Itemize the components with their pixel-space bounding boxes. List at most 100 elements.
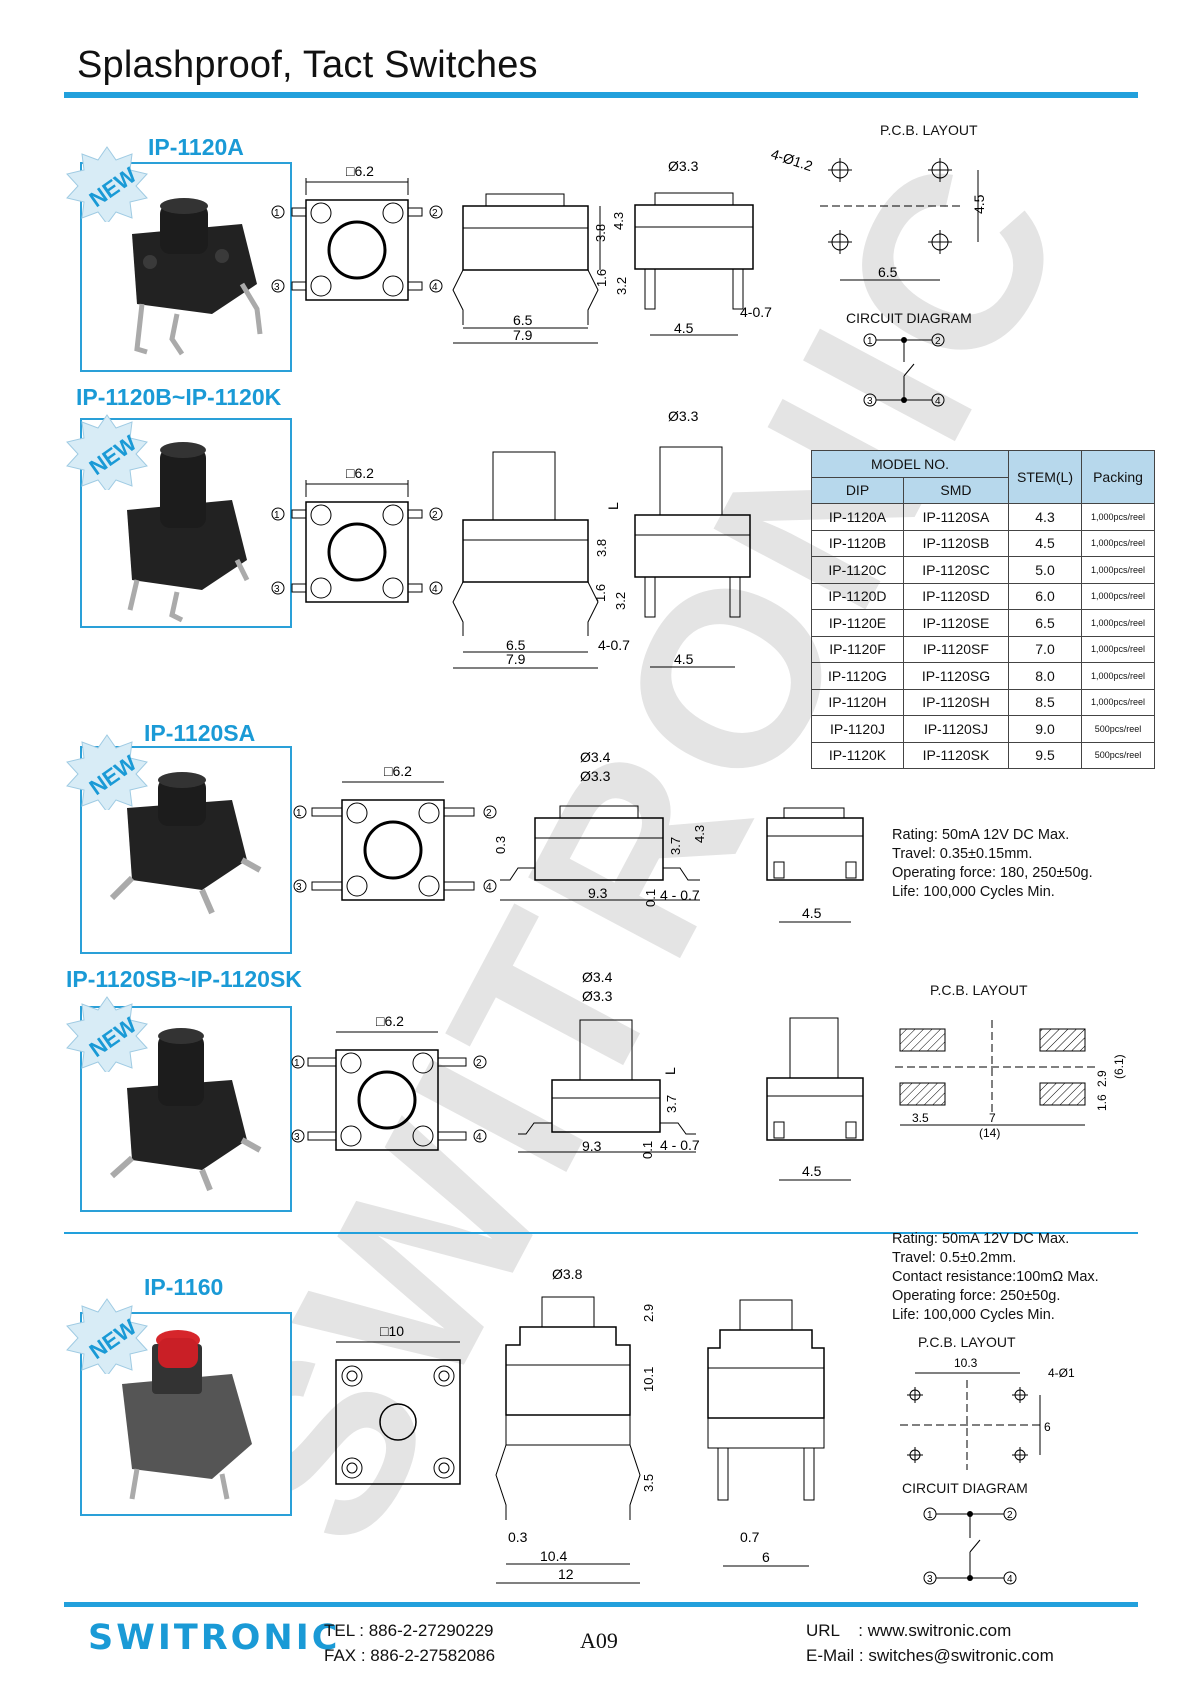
- switch-image: [132, 198, 263, 356]
- circuit-diagram-heading: CIRCUIT DIAGRAM: [846, 310, 972, 326]
- svg-text:0.3: 0.3: [508, 1529, 528, 1545]
- svg-text:4: 4: [432, 282, 438, 293]
- new-badge: NEW: [52, 730, 162, 815]
- svg-text:3.2: 3.2: [613, 592, 628, 610]
- svg-text:1.6: 1.6: [1095, 1094, 1109, 1111]
- svg-text:0.3: 0.3: [493, 836, 508, 854]
- page-code: A09: [580, 1628, 618, 1653]
- svg-text:1.6: 1.6: [594, 269, 609, 287]
- footer-contact: TEL : 886-2-27290229 FAX : 886-2-2758208…: [324, 1618, 495, 1668]
- footer-rule: [64, 1602, 1138, 1607]
- svg-text:4.5: 4.5: [674, 651, 694, 667]
- spec-list: Rating: 50mA 12V DC Max. Travel: 0.5±0.2…: [892, 1230, 1099, 1325]
- top-view-drawing: □6.2 1 2 3 4: [268, 160, 458, 345]
- svg-text:6.5: 6.5: [878, 264, 898, 280]
- svg-text:0.1: 0.1: [640, 1141, 655, 1159]
- svg-text:10.4: 10.4: [540, 1548, 567, 1564]
- svg-text:9.3: 9.3: [588, 885, 608, 901]
- col-model-no: MODEL NO.: [811, 450, 1009, 478]
- footer-url[interactable]: URL : www.switronic.com: [806, 1621, 1012, 1640]
- spec-line: Operating force: 180, 250±50g.: [892, 865, 1093, 881]
- side-view-drawing: 3.8 4.3 1.6 3.2 6.5 7.9: [448, 180, 638, 380]
- svg-text:4-0.7: 4-0.7: [740, 304, 772, 320]
- switch-image: [109, 1028, 262, 1192]
- pcb-layout-drawing: 10.3 4-Ø1 6: [900, 1355, 1100, 1480]
- svg-text:4-0.7: 4-0.7: [598, 637, 630, 653]
- svg-text:9.3: 9.3: [582, 1138, 602, 1154]
- pcb-layout-heading: P.C.B. LAYOUT: [880, 122, 978, 138]
- footer-tel: TEL : 886-2-27290229: [324, 1621, 494, 1640]
- spec-line: Travel: 0.35±0.15mm.: [892, 846, 1033, 862]
- page-title: Splashproof, Tact Switches: [77, 44, 538, 86]
- svg-text:4.3: 4.3: [692, 825, 707, 843]
- model-title: IP-1160: [144, 1274, 224, 1300]
- svg-text:Ø3.4: Ø3.4: [582, 969, 613, 985]
- svg-text:7.9: 7.9: [513, 327, 533, 343]
- svg-text:3.5: 3.5: [912, 1111, 929, 1125]
- svg-text:7: 7: [989, 1111, 996, 1125]
- smd-pcb-layout-drawing: 2.9 (6.1) 1.6 3.5 7 (14): [895, 1015, 1135, 1150]
- side-view-drawing: Ø3.8 2.9 10.1 3.5 0.3 10.4 12: [490, 1265, 680, 1600]
- svg-text:3.8: 3.8: [594, 539, 609, 557]
- pcb-layout-heading: P.C.B. LAYOUT: [918, 1334, 1016, 1350]
- svg-text:□6.2: □6.2: [346, 465, 374, 481]
- top-view-drawing: □10: [318, 1320, 478, 1505]
- spec-line: Contact resistance:100mΩ Max.: [892, 1269, 1099, 1285]
- svg-text:12: 12: [558, 1566, 574, 1582]
- svg-text:0.1: 0.1: [643, 889, 658, 907]
- svg-text:4: 4: [935, 396, 941, 407]
- model-title: IP-1120SA: [144, 720, 256, 746]
- footer-web: URL : www.switronic.com E-Mail : switche…: [806, 1618, 1054, 1668]
- footer-email[interactable]: E-Mail : switches@switronic.com: [806, 1646, 1054, 1665]
- col-stem: STEM(L): [1008, 450, 1082, 504]
- svg-text:□6.2: □6.2: [346, 163, 374, 179]
- switch-image: [122, 1330, 252, 1500]
- svg-text:3: 3: [867, 396, 873, 407]
- svg-text:3: 3: [296, 882, 302, 893]
- switch-image: [109, 772, 262, 915]
- svg-text:3.8: 3.8: [593, 224, 608, 242]
- col-packing: Packing: [1081, 450, 1155, 504]
- model-title: IP-1120B~IP-1120K: [76, 384, 282, 410]
- svg-text:2: 2: [432, 208, 438, 219]
- side-view-drawing: L 3.8 1.6 3.2 6.5 7.9 4-0.7: [448, 440, 638, 675]
- svg-text:3: 3: [927, 1574, 933, 1585]
- model-table: MODEL NO. STEM(L) Packing DIP SMD IP-112…: [811, 450, 1155, 769]
- svg-text:6: 6: [1044, 1420, 1051, 1434]
- svg-text:2: 2: [476, 1058, 482, 1069]
- svg-text:Ø3.8: Ø3.8: [552, 1266, 583, 1282]
- side-view-drawing: Ø3.4 Ø3.3 0.3 3.7 4.3 9.3 0.1 4 - 0.7: [490, 748, 740, 928]
- new-badge: NEW: [52, 410, 162, 495]
- section-divider: [64, 1232, 1138, 1234]
- svg-text:6.5: 6.5: [506, 637, 526, 653]
- svg-text:4: 4: [476, 1132, 482, 1143]
- svg-text:Ø3.3: Ø3.3: [582, 988, 613, 1004]
- svg-text:3: 3: [274, 584, 280, 595]
- svg-text:10.3: 10.3: [954, 1356, 978, 1370]
- svg-text:4.5: 4.5: [971, 194, 987, 214]
- spec-line: Rating: 50mA 12V DC Max.: [892, 1231, 1070, 1247]
- col-dip: DIP: [811, 476, 904, 504]
- svg-text:2.9: 2.9: [1095, 1070, 1109, 1087]
- svg-text:2: 2: [935, 336, 941, 347]
- svg-text:Ø3.3: Ø3.3: [580, 768, 611, 784]
- circuit-diagram-heading: CIRCUIT DIAGRAM: [902, 1480, 1028, 1496]
- svg-text:L: L: [605, 502, 621, 510]
- svg-text:7.9: 7.9: [506, 651, 526, 667]
- svg-text:1: 1: [274, 510, 280, 521]
- svg-text:10.1: 10.1: [641, 1367, 656, 1392]
- svg-text:6: 6: [762, 1549, 770, 1565]
- svg-text:4-Ø1: 4-Ø1: [1048, 1366, 1075, 1380]
- svg-text:1: 1: [294, 1058, 300, 1069]
- col-smd: SMD: [902, 476, 1010, 504]
- svg-text:Ø3.3: Ø3.3: [668, 408, 699, 424]
- svg-text:3.7: 3.7: [668, 837, 683, 855]
- front-view-drawing: 4.5: [762, 1010, 882, 1195]
